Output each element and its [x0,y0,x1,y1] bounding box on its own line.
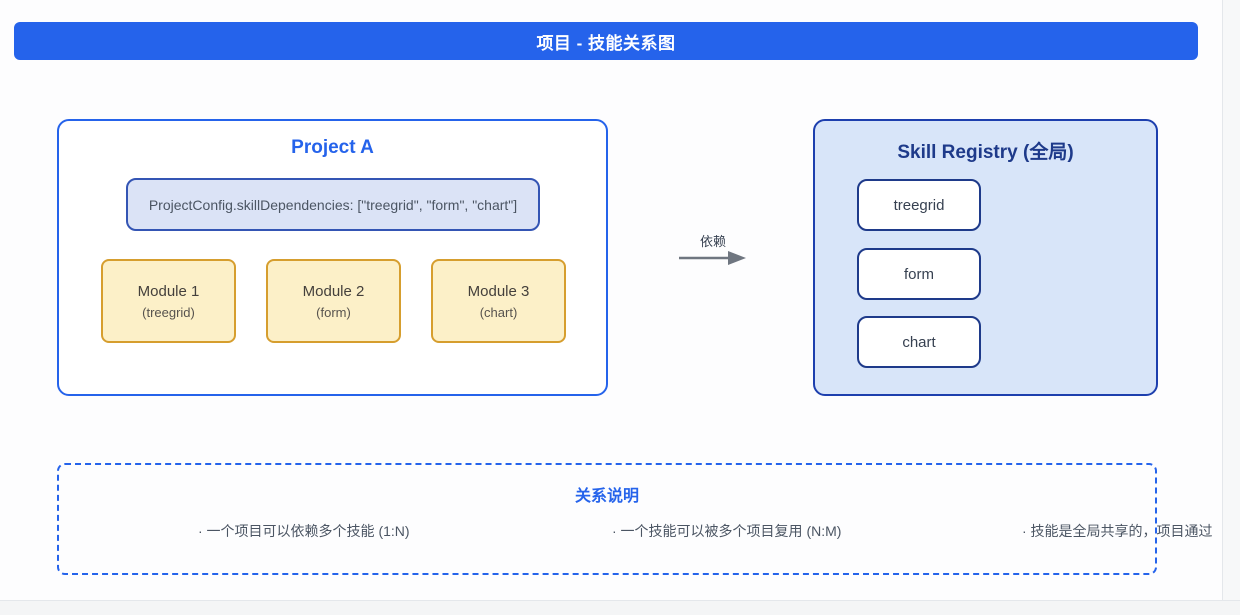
module-2-name: Module 2 [302,282,365,300]
module-1-skill: (treegrid) [142,304,195,320]
project-a-node: Project A ProjectConfig.skillDependencie… [57,119,608,396]
skill-registry-title: Skill Registry (全局) [897,142,1074,163]
module-3-name: Module 3 [467,282,530,300]
project-a-title: Project A [291,137,374,158]
project-config-node: ProjectConfig.skillDependencies: ["treeg… [126,178,540,231]
module-1-node: Module 1 (treegrid) [101,259,236,343]
module-3-skill: (chart) [479,304,518,320]
module-2-skill: (form) [316,304,351,320]
project-config-text: ProjectConfig.skillDependencies: ["treeg… [148,196,518,213]
dependency-arrow-icon [679,251,746,265]
skill-form-node: form [857,248,981,300]
skill-chart-label: chart [902,333,936,351]
viewport-right-edge [1222,0,1240,601]
skill-form-label: form [904,265,934,283]
skill-treegrid-node: treegrid [857,179,981,231]
relations-title: 关系说明 [574,488,639,505]
module-1-name: Module 1 [137,282,200,300]
relation-item-1: · 一个项目可以依赖多个技能 (1:N) [198,523,410,539]
diagram-title: 项目 - 技能关系图 [536,33,676,53]
dependency-arrow-label: 依赖 [699,234,726,249]
relations-panel: 关系说明 [57,463,1157,575]
diagram-title-banner: 项目 - 技能关系图 [14,22,1198,60]
skill-treegrid-label: treegrid [893,196,945,214]
skill-registry-node: Skill Registry (全局) treegrid form chart [813,119,1158,396]
viewport-bottom-edge [0,600,1240,615]
module-3-node: Module 3 (chart) [431,259,566,343]
module-2-node: Module 2 (form) [266,259,401,343]
skill-chart-node: chart [857,316,981,368]
relation-item-2: · 一个技能可以被多个项目复用 (N:M) [612,523,842,539]
relation-item-3: · 技能是全局共享的，项目通过 [1022,523,1213,539]
